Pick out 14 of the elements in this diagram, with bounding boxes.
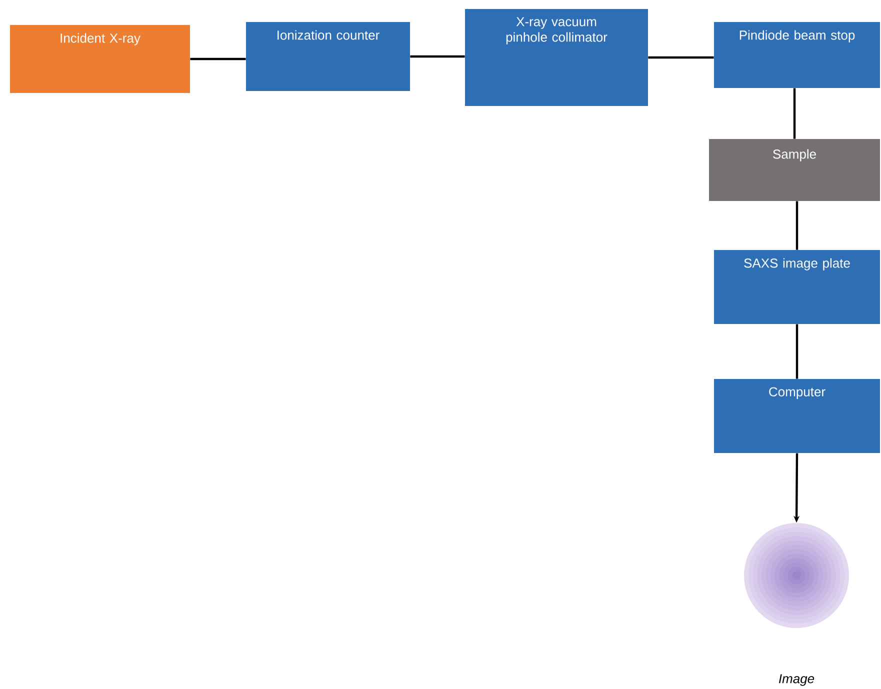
connector <box>410 55 465 58</box>
box-label: Ionization counter <box>278 30 380 40</box>
connector <box>796 201 798 250</box>
box-label: SAXS image plate <box>744 258 850 270</box>
connector <box>190 58 246 60</box>
connector <box>796 324 798 379</box>
connector <box>793 88 796 139</box>
box-label: Pindiode beam stop <box>740 30 855 42</box>
image-label: Image <box>778 674 814 686</box>
box-label: Computer <box>769 387 826 399</box>
box-label: X-ray vacuum pinhole collimator <box>506 17 608 44</box>
box-label: Sample <box>773 149 816 162</box>
connector <box>648 56 714 59</box>
box-label: Incident X-ray <box>60 33 140 46</box>
